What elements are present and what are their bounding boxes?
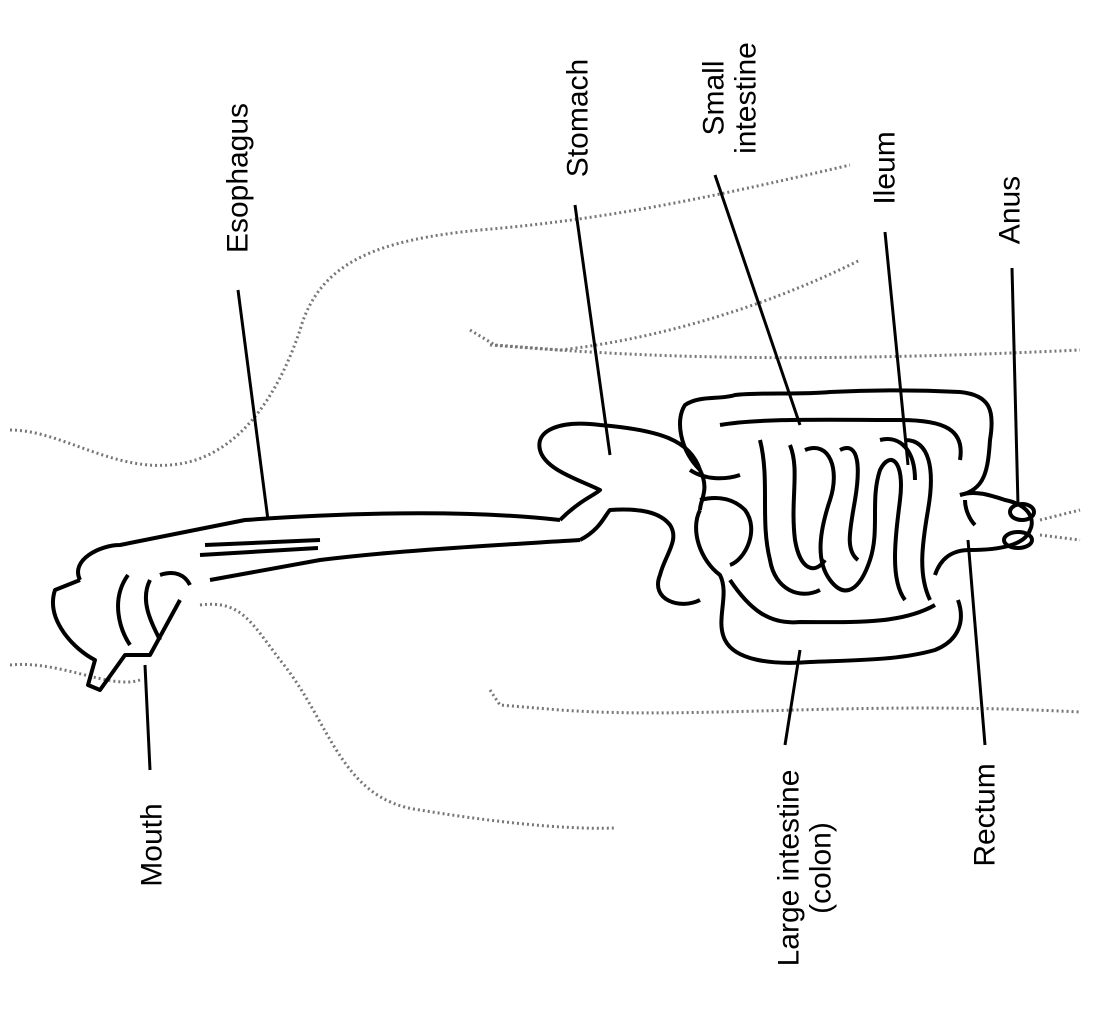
mouth-leader-line (145, 665, 150, 770)
stomach-organ (539, 424, 704, 604)
leader-lines (145, 175, 1018, 770)
rectum-leader-line (968, 540, 985, 745)
rectum-organ (935, 493, 1034, 575)
anus-leader-line (1012, 268, 1018, 505)
label-anus: Anus (994, 176, 1026, 244)
label-ileum: Ileum (869, 131, 901, 204)
body-outline (10, 165, 1080, 828)
label-rectum: Rectum (969, 763, 1001, 866)
label-esophagus: Esophagus (222, 103, 254, 253)
label-mouth: Mouth (136, 803, 168, 886)
large-intestine-organ (680, 391, 992, 663)
label-small-intestine: Small intestine (699, 42, 762, 154)
small-intestine-organ (700, 439, 931, 600)
label-stomach: Stomach (562, 59, 594, 177)
label-large-intestine: Large intestine (colon) (774, 770, 837, 967)
small-intestine-leader-line (715, 175, 800, 425)
stomach-leader-line (575, 205, 610, 455)
ileum-leader-line (885, 232, 908, 465)
mouth-structure (53, 513, 580, 690)
